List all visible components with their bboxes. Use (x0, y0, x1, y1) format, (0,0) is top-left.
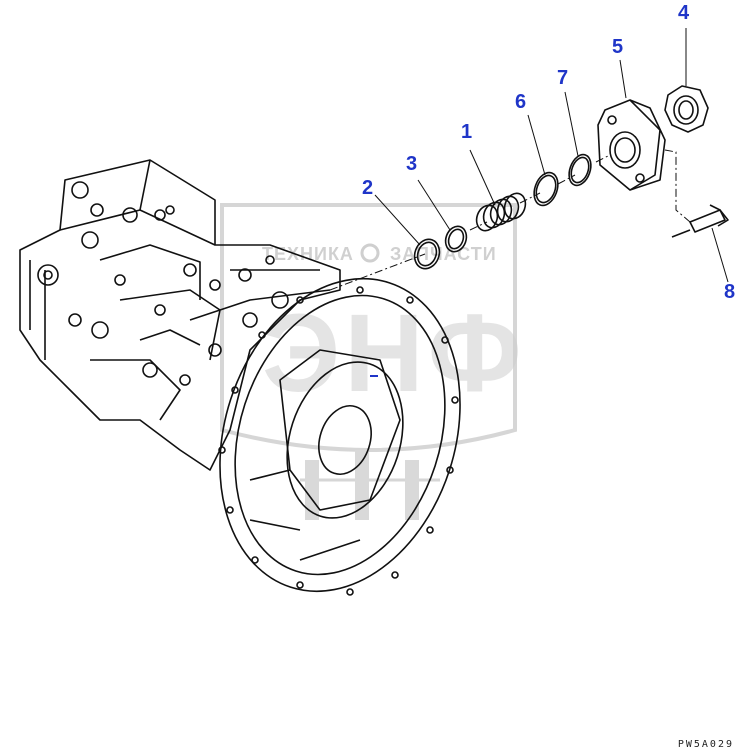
part-3-o-ring (444, 225, 468, 253)
part-5-flange (597, 99, 666, 191)
callout-1[interactable]: 1 (461, 121, 473, 143)
callout-5[interactable]: 5 (612, 36, 624, 58)
part-6-o-ring (533, 171, 559, 207)
drawing-code: PW5A029 (677, 739, 734, 750)
part-4-nut (664, 85, 709, 133)
callout-2[interactable]: 2 (362, 177, 374, 199)
part-7-o-ring (568, 153, 592, 187)
flywheel-housing-outer (219, 277, 461, 593)
watermark-text-1: ТЕХНИКА (262, 244, 354, 264)
callout-4[interactable]: 4 (678, 2, 690, 24)
callout-7[interactable]: 7 (557, 67, 569, 89)
pump-body (19, 159, 341, 471)
callout-3[interactable]: 3 (406, 153, 418, 175)
callout-8[interactable]: 8 (724, 281, 736, 303)
part-1-spring (475, 192, 527, 232)
callout-6[interactable]: 6 (515, 91, 527, 113)
part-8-bolt (671, 204, 729, 238)
flywheel-housing-inner (234, 294, 446, 576)
part-2-o-ring (413, 238, 441, 270)
